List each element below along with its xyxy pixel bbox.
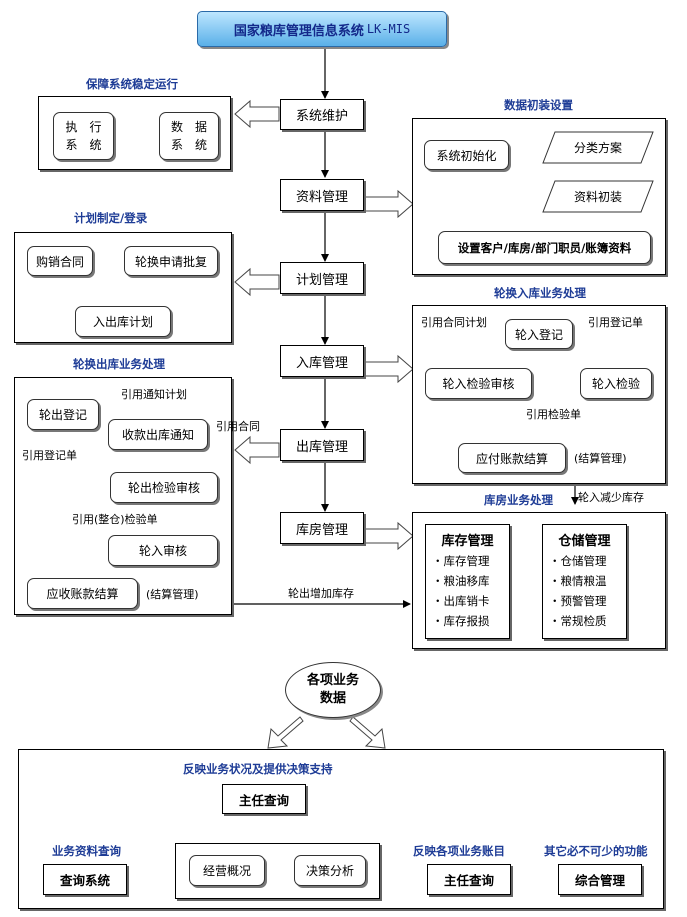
system-init-box[interactable]: 系统初始化: [424, 140, 509, 170]
scheme-label: 分类方案: [573, 141, 622, 155]
inbound-audit-box[interactable]: 轮入检验审核: [425, 368, 532, 399]
outbound-audit-box[interactable]: 轮入审核: [108, 535, 218, 566]
storage-item-2: ・粮情粮温: [549, 574, 607, 588]
stock-item-4: ・库存报损: [432, 614, 490, 628]
stock-title: 库存管理: [441, 534, 494, 549]
setup-data-box[interactable]: 设置客户/库房/部门职员/账簿资料: [438, 231, 651, 264]
stock-item-2: ・粮油移库: [432, 574, 490, 588]
stock-management-box[interactable]: 库存管理 ・库存管理 ・粮油移库 ・出库销卡 ・库存报损: [425, 524, 510, 639]
storage-item-4: ・常规检质: [549, 614, 607, 628]
stable-title: 保障系统稳定运行: [86, 77, 178, 91]
purchase-contract-box[interactable]: 购销合同: [27, 246, 93, 276]
business-data-ellipse: 各项业务 数据: [285, 662, 381, 718]
data-load-label: 资料初装: [573, 190, 622, 204]
query-title: 业务资料查询: [52, 844, 121, 858]
main-plan-management[interactable]: 计划管理: [280, 262, 364, 294]
main-warehouse-management[interactable]: 库房管理: [280, 512, 364, 544]
ledger-title: 反映各项业务账目: [413, 844, 505, 858]
main-inbound-management[interactable]: 入库管理: [280, 345, 364, 377]
inbound-settle-note: (结算管理): [574, 452, 627, 465]
storage-title: 仓储管理: [558, 534, 611, 549]
storage-item-1: ・仓储管理: [549, 554, 607, 568]
director-query-ledger[interactable]: 主任查询: [427, 864, 511, 895]
main-data-management[interactable]: 资料管理: [280, 179, 364, 211]
outbound-ref-contract-note: 引用合同: [216, 420, 260, 433]
integrated-management-box[interactable]: 综合管理: [558, 864, 642, 895]
data-load-box[interactable]: 资料初装: [541, 180, 655, 213]
outbound-settle-note: (结算管理): [146, 588, 199, 601]
outbound-inspect-box[interactable]: 轮出检验审核: [110, 472, 218, 503]
storage-management-box[interactable]: 仓储管理 ・仓储管理 ・粮情粮温 ・预警管理 ・常规检质: [542, 524, 627, 639]
inout-plan-box[interactable]: 入出库计划: [75, 306, 171, 337]
inbound-inspect-box[interactable]: 轮入检验: [580, 368, 652, 399]
header-title: 国家粮库管理信息系统 LK-MIS: [197, 11, 447, 47]
business-overview-box[interactable]: 经营概况: [189, 855, 265, 886]
stock-item-3: ・出库销卡: [432, 594, 490, 608]
scheme-box[interactable]: 分类方案: [541, 131, 655, 164]
data-system-box[interactable]: 数 据 系 统: [159, 112, 219, 160]
scheme-shape: [542, 131, 654, 164]
reduce-stock-note: 轮入减少库存: [578, 491, 644, 504]
warehouse-title: 库房业务处理: [484, 493, 553, 507]
main-system-maintenance[interactable]: 系统维护: [280, 99, 364, 130]
biz-data-line1: 各项业务: [306, 673, 359, 689]
inbound-title: 轮换入库业务处理: [494, 286, 586, 300]
biz-data-line2: 数据: [319, 691, 346, 706]
ref-notice-note: 引用通知计划: [121, 388, 187, 401]
decision-title: 反映业务状况及提供决策支持: [183, 762, 333, 776]
outbound-ref-reg-note: 引用登记单: [22, 449, 77, 462]
ref-whole-note: 引用(整仓)检验单: [72, 513, 158, 526]
ref-contract-plan-note: 引用合同计划: [421, 316, 487, 329]
plan-title: 计划制定/登录: [74, 211, 148, 225]
other-title: 其它必不可少的功能: [544, 844, 648, 858]
storage-item-3: ・预警管理: [549, 594, 607, 608]
payable-settle-box[interactable]: 应付账款结算: [458, 443, 566, 473]
director-query-top[interactable]: 主任查询: [222, 784, 306, 814]
data-load-shape: [542, 180, 654, 213]
increase-stock-note: 轮出增加库存: [288, 587, 354, 600]
receivable-settle-box[interactable]: 应收账款结算: [27, 578, 138, 609]
decision-analysis-box[interactable]: 决策分析: [294, 855, 366, 886]
title-code: LK-MIS: [366, 22, 411, 36]
query-system-box[interactable]: 查询系统: [43, 864, 127, 895]
outbound-register-box[interactable]: 轮出登记: [27, 399, 99, 430]
stock-item-1: ・库存管理: [432, 554, 490, 568]
inbound-register-box[interactable]: 轮入登记: [505, 319, 573, 349]
inbound-ref-inspect-note: 引用检验单: [526, 408, 581, 421]
title-text: 国家粮库管理信息系统: [233, 23, 364, 39]
inbound-ref-reg-note: 引用登记单: [588, 316, 643, 329]
rotation-approve-box[interactable]: 轮换申请批复: [124, 246, 218, 276]
exec-system-box[interactable]: 执 行 系 统: [53, 112, 114, 160]
init-title: 数据初装设置: [504, 98, 573, 112]
outbound-title: 轮换出库业务处理: [73, 357, 165, 371]
receipt-notice-box[interactable]: 收款出库通知: [108, 419, 208, 450]
main-outbound-management[interactable]: 出库管理: [280, 429, 364, 461]
